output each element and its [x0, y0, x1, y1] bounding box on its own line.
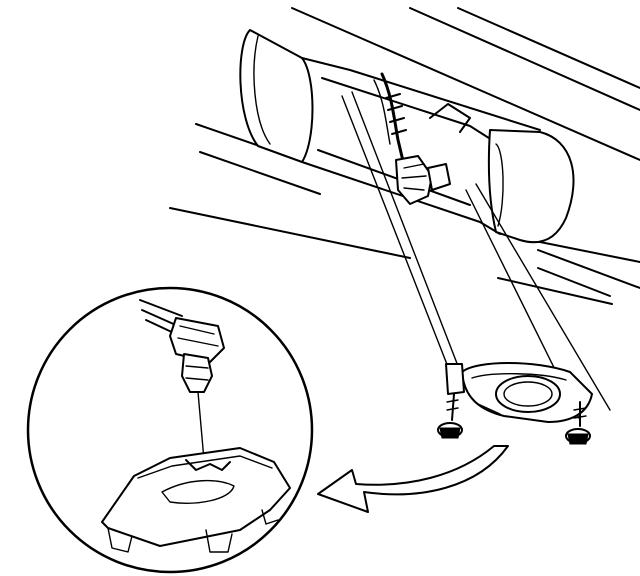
mounting-screw-right — [565, 401, 591, 445]
rear-fascia — [169, 7, 640, 305]
bulb-socket — [395, 103, 471, 205]
removal-arrow — [317, 445, 509, 513]
detail-view-circle — [26, 286, 314, 574]
lamp-assembly — [461, 362, 593, 423]
license-lamp-housing — [239, 29, 575, 244]
mounting-screw-left — [437, 363, 465, 439]
